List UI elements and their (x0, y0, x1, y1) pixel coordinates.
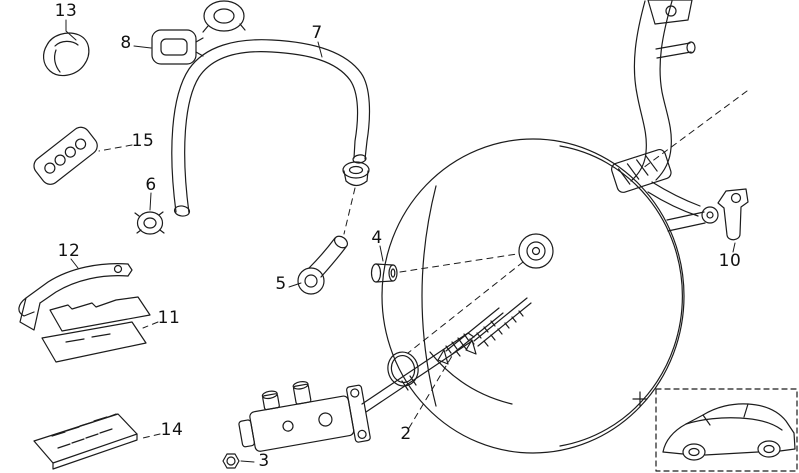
part-label-6: 6 (145, 175, 157, 195)
vacuum-hose (171, 39, 371, 217)
part-label-5: 5 (275, 274, 287, 294)
bushing-4 (370, 263, 398, 283)
master-cylinder (238, 381, 371, 452)
clip-8 (151, 29, 204, 65)
clip-13 (43, 32, 90, 77)
grommet-6 (134, 211, 165, 235)
part-label-4: 4 (371, 228, 383, 248)
grommet-plate-14 (33, 413, 138, 470)
brake-booster (381, 138, 685, 454)
hose-seal (342, 161, 370, 187)
car-inset (632, 388, 798, 472)
part-label-15: 15 (131, 131, 155, 151)
bracket-12 (18, 263, 133, 331)
part-label-11: 11 (157, 308, 181, 328)
mounting-bolts-2 (437, 297, 532, 365)
clip-ring (202, 0, 246, 33)
part-label-10: 10 (718, 251, 742, 271)
retainer-15 (33, 126, 98, 185)
bracket-10 (717, 188, 749, 241)
elbow-fitting-5 (297, 235, 349, 295)
part-label-14: 14 (160, 420, 184, 440)
nut-3 (222, 453, 240, 469)
part-label-8: 8 (120, 33, 132, 53)
part-label-2: 2 (400, 424, 412, 444)
booster-pushrod (666, 206, 719, 232)
crosshair-icon (632, 391, 648, 407)
part-label-7: 7 (311, 23, 323, 43)
gasket-plates-11 (41, 296, 151, 363)
part-label-13: 13 (54, 1, 78, 21)
part-label-3: 3 (258, 451, 270, 471)
part-label-12: 12 (57, 241, 81, 261)
leader-lines (65, 19, 736, 463)
dashed-reference-lines (98, 90, 748, 439)
car-icon (662, 403, 796, 461)
o-ring (387, 351, 419, 387)
brake-pedal (611, 0, 701, 217)
